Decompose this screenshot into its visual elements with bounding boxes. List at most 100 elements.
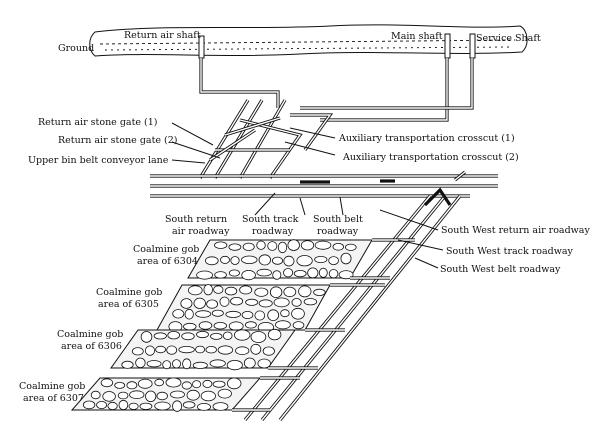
- gob-stone: [183, 322, 197, 331]
- gob-stone: [241, 310, 254, 319]
- gob-stone: [262, 346, 275, 356]
- gob-stone: [298, 285, 312, 298]
- ground-label: Ground: [58, 43, 94, 54]
- gob-stone: [241, 269, 256, 281]
- gob-stone: [233, 329, 251, 341]
- south-track-label-2: roadway: [252, 226, 294, 237]
- gob-stone: [258, 254, 272, 266]
- gob-stone: [269, 286, 283, 299]
- gob-stone: [214, 241, 228, 249]
- gob-stone: [118, 399, 129, 411]
- gob-6306: [110, 328, 318, 371]
- gob-stone: [258, 299, 273, 308]
- gob-stone: [283, 268, 294, 278]
- gob-stone: [228, 269, 240, 277]
- gob-stone: [172, 309, 185, 319]
- gob-stone: [293, 269, 307, 278]
- gob-stone: [171, 359, 181, 369]
- south-track-label-1: South track: [242, 214, 299, 225]
- gob-stone: [213, 322, 228, 330]
- gob-stone: [212, 380, 226, 388]
- gob-stone: [267, 328, 282, 341]
- gob-stone: [340, 252, 352, 265]
- gob-6307-label-2: area of 6307: [23, 393, 84, 404]
- gob-stone: [256, 268, 272, 277]
- gob-stone: [129, 390, 145, 400]
- gob-stone: [245, 298, 259, 306]
- gob-stone: [165, 377, 182, 388]
- gob-6304-label-2: area of 6304: [137, 256, 198, 267]
- gob-stone: [180, 298, 193, 309]
- gob-stone: [102, 391, 116, 402]
- sw-belt-label: South West belt roadway: [440, 264, 561, 275]
- gob-stone: [205, 346, 217, 354]
- gob-stone: [239, 285, 253, 295]
- south-return-air-label-2: air roadway: [172, 226, 230, 237]
- gob-stone: [314, 255, 328, 263]
- gob-stone: [242, 242, 255, 251]
- gob-stone: [186, 389, 200, 401]
- gob-stone: [196, 330, 209, 339]
- gob-stone: [254, 310, 266, 321]
- gob-stone: [178, 345, 195, 354]
- gob-stone: [228, 243, 242, 251]
- gob-stone: [307, 267, 319, 279]
- gob-stone: [220, 255, 230, 264]
- sw-return-air-label: South West return air roadway: [441, 225, 590, 236]
- gob-stone: [195, 345, 206, 354]
- gob-stone: [96, 400, 107, 409]
- gob-stone: [338, 270, 354, 280]
- gob-stone: [332, 243, 345, 251]
- gob-stone: [210, 332, 223, 340]
- service-shaft: [469, 33, 476, 59]
- stone-gate-cluster: [198, 99, 334, 179]
- gob-stone: [193, 297, 206, 309]
- gob-6307: [70, 376, 300, 412]
- gob-stone: [209, 359, 226, 368]
- south-return-air-label-1: South return: [165, 214, 227, 225]
- gob-stone: [140, 331, 153, 343]
- gob-6304-label-1: Coalmine gob: [133, 244, 199, 255]
- gob-stone: [154, 401, 171, 411]
- aux-crosscut-1-label: Auxiliary transportation crosscut (1): [338, 133, 515, 144]
- gob-stone: [206, 299, 219, 309]
- gob-stone: [154, 378, 165, 387]
- gob-stone: [182, 401, 196, 409]
- gob-stone: [195, 310, 212, 318]
- gob-stone: [328, 256, 339, 266]
- gob-6307-label-1: Coalmine gob: [19, 381, 85, 392]
- gob-6305: [156, 283, 385, 333]
- gob-stone: [203, 284, 213, 296]
- gob-stone: [82, 400, 96, 410]
- gob-stone: [241, 255, 258, 264]
- gob-stone: [230, 297, 244, 306]
- gob-stone: [156, 391, 168, 401]
- gob-stone: [344, 243, 357, 251]
- gob-stone: [144, 345, 155, 356]
- gob-stone: [277, 241, 288, 254]
- gob-stone: [126, 381, 138, 390]
- gob-stone: [250, 343, 262, 355]
- gob-stone: [162, 360, 172, 370]
- gob-stone: [200, 390, 216, 402]
- gob-stone: [235, 346, 250, 356]
- gob-stone: [212, 402, 229, 411]
- gob-stone: [181, 381, 192, 390]
- gob-stone: [139, 402, 153, 410]
- gob-stone: [291, 298, 302, 307]
- south-belt-label-2: roadway: [317, 226, 359, 237]
- gob-6304: [187, 238, 415, 281]
- gob-stone: [219, 296, 230, 307]
- gob-stone: [225, 310, 242, 318]
- gob-stone: [243, 357, 256, 369]
- gob-stone: [226, 377, 242, 390]
- gob-stone: [273, 297, 290, 308]
- gob-stone: [213, 285, 224, 294]
- main-shaft-label: Main shaft: [391, 31, 443, 42]
- south-west-roadways: [243, 187, 462, 422]
- gob-stone: [274, 320, 291, 330]
- gob-stone: [328, 269, 339, 279]
- gob-6306-label-2: area of 6306: [61, 341, 122, 352]
- gob-stone: [226, 359, 243, 371]
